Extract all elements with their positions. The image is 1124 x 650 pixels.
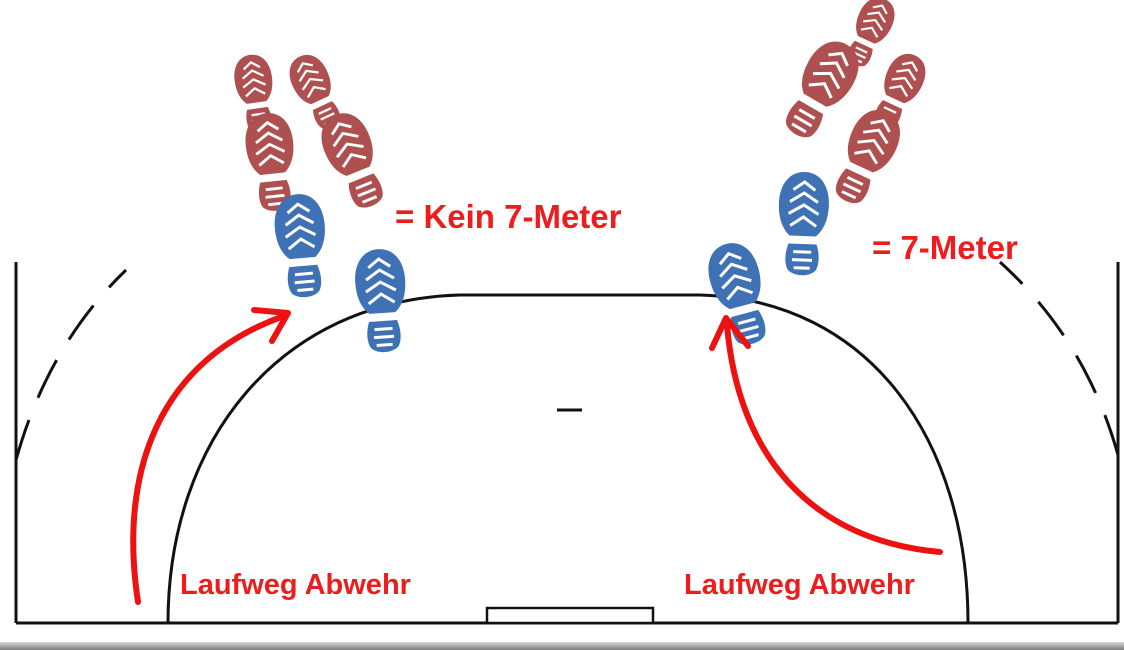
free-throw-line-left <box>14 268 128 461</box>
previous-steps-red <box>231 0 933 215</box>
penalty-label: = 7-Meter <box>872 229 1018 266</box>
defense-path-arrow-right <box>724 322 943 555</box>
shoe-print-icon <box>272 192 331 300</box>
defense-path-label-right: Laufweg Abwehr <box>684 569 915 601</box>
no-penalty-label: = Kein 7-Meter <box>395 198 622 235</box>
shoe-print-icon <box>353 247 411 354</box>
shoe-print-icon <box>776 171 831 277</box>
goal-area-line <box>166 293 970 624</box>
court-lines <box>14 260 1120 625</box>
arrow-head-icon <box>709 315 751 351</box>
goal <box>485 606 655 625</box>
bottom-edge-strip <box>0 642 1124 650</box>
free-throw-line-right <box>998 260 1120 456</box>
arrow-head-icon <box>251 307 291 344</box>
defense-path-arrow-left <box>130 313 287 605</box>
defense-path-label-left: Laufweg Abwehr <box>180 569 411 601</box>
defense-path-arrows <box>130 307 943 605</box>
